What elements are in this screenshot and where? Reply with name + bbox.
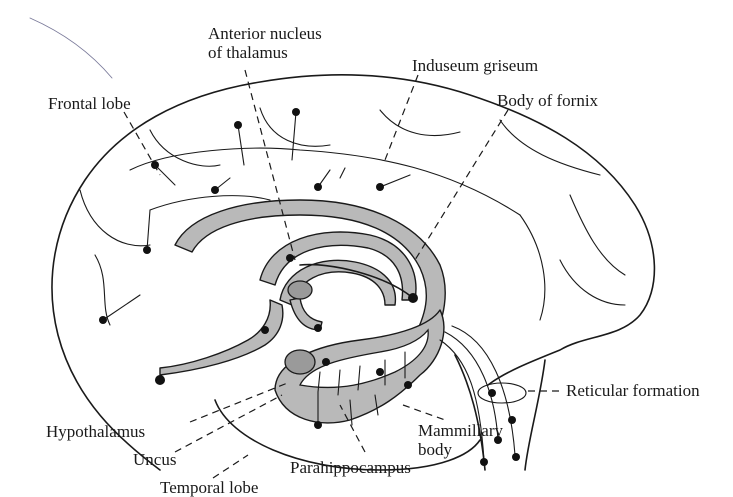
mammillary-label-1: Mammillary [418,421,503,440]
induseum-griseum-label: Induseum griseum [412,56,538,75]
brainstem-outline [455,355,545,470]
uncus-shape [285,350,315,374]
hypothalamus-label: Hypothalamus [46,422,145,441]
anterior-nucleus-label-1: Anterior nucleus [208,24,322,43]
parahippocampus-label: Parahippocampus [290,458,411,477]
ascending-fibers [440,326,520,466]
anterior-nucleus-label-2: of thalamus [208,43,288,62]
mammillary-label-2: body [418,440,452,459]
subcallosal-band [160,300,283,375]
stray-stroke [30,18,112,78]
temporal-lobe-label: Temporal lobe [160,478,258,497]
uncus-label: Uncus [133,450,176,469]
body-of-fornix-label: Body of fornix [497,91,598,110]
frontal-lobe-label: Frontal lobe [48,94,131,113]
reticular-formation-label: Reticular formation [566,381,700,400]
anterior-thalamus [288,281,312,299]
